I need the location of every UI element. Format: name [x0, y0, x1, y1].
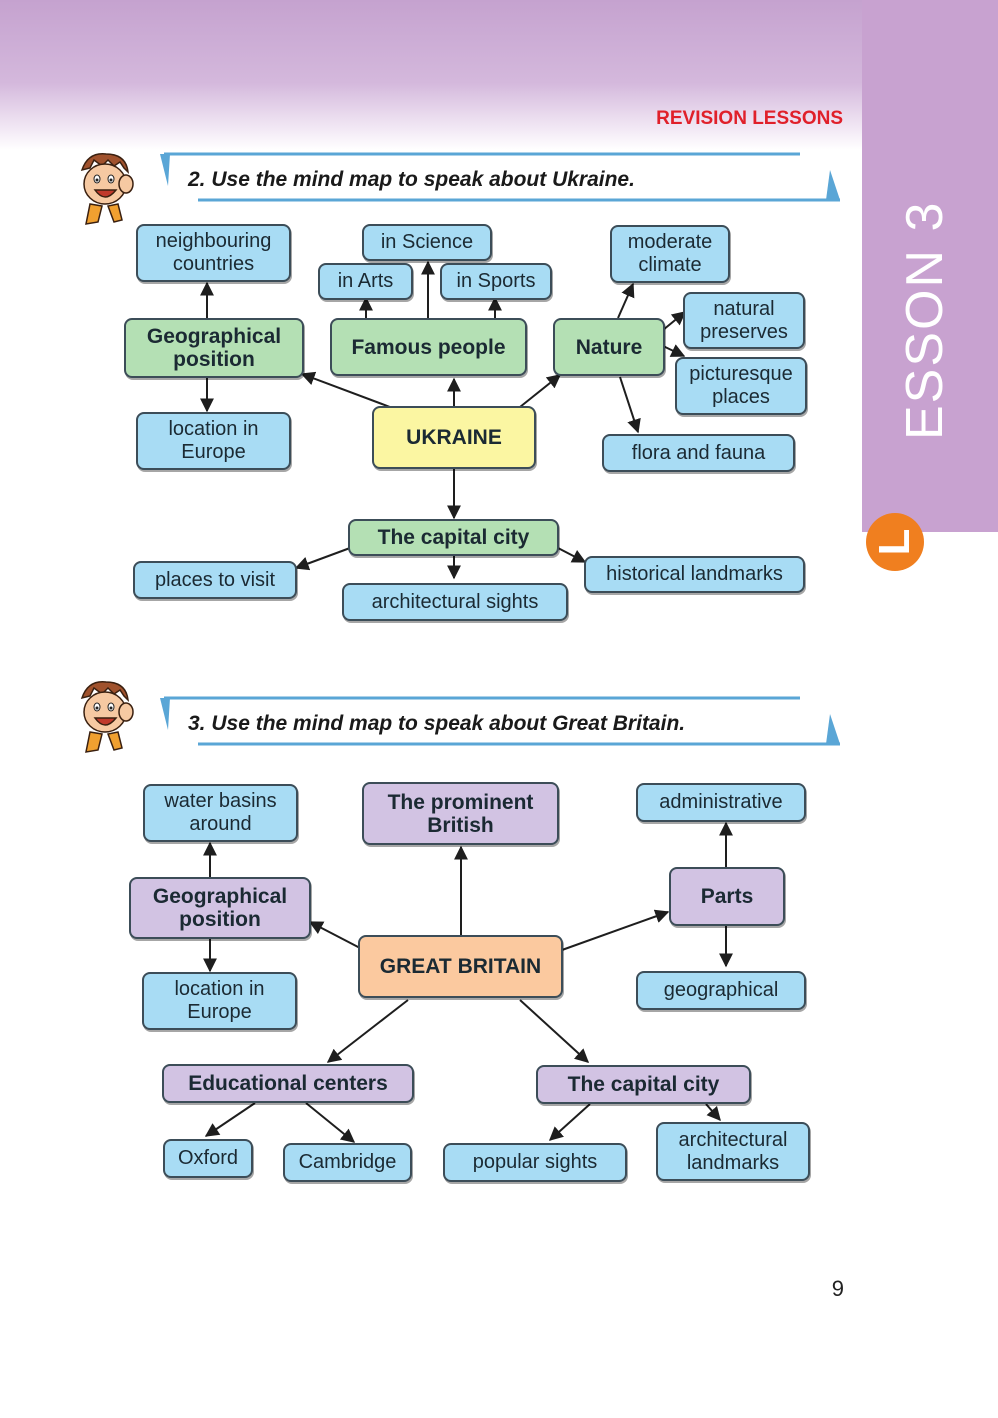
moderate-climate-node: moderate climate	[610, 225, 730, 283]
places-to-visit-node: places to visit	[133, 561, 297, 599]
cambridge-node: Cambridge	[283, 1143, 412, 1182]
ukraine-center-node: UKRAINE	[372, 406, 536, 469]
section-label: REVISION LESSONS	[656, 108, 843, 129]
parts-node: Parts	[669, 867, 785, 926]
architectural-sights-node: architectural sights	[342, 583, 568, 621]
gb-location-in-europe-node: location in Europe	[142, 972, 297, 1030]
lesson-side-tab	[862, 0, 998, 532]
picturesque-places-node: picturesque places	[675, 357, 807, 415]
in-arts-node: in Arts	[318, 263, 413, 300]
lesson-circle-badge: L	[866, 513, 924, 571]
location-in-europe-node: location in Europe	[136, 412, 291, 470]
nature-node: Nature	[553, 318, 665, 376]
exercise2-instruction: 2. Use the mind map to speak about Ukrai…	[188, 168, 635, 191]
exercise3-instruction: 3. Use the mind map to speak about Great…	[188, 712, 686, 735]
geo-position-node: Geographical position	[124, 318, 304, 378]
famous-people-node: Famous people	[330, 318, 527, 376]
water-basins-node: water basins around	[143, 784, 298, 842]
header-band	[0, 0, 862, 150]
geographical-node: geographical	[636, 971, 806, 1010]
administrative-node: administrative	[636, 783, 806, 822]
boy-mascot-icon	[80, 153, 134, 225]
in-science-node: in Science	[362, 224, 492, 261]
page-number: 9	[831, 1276, 844, 1301]
neighbouring-countries-node: neighbouring countries	[136, 224, 291, 282]
natural-preserves-node: natural preserves	[683, 292, 805, 349]
in-sports-node: in Sports	[440, 263, 552, 300]
gb-capital-node: The capital city	[536, 1065, 751, 1104]
flora-and-fauna-node: flora and fauna	[602, 434, 795, 472]
oxford-node: Oxford	[163, 1139, 253, 1178]
architectural-landmarks-node: architectural landmarks	[656, 1122, 810, 1181]
ukraine-capital-node: The capital city	[348, 519, 559, 556]
historical-landmarks-node: historical landmarks	[584, 556, 805, 593]
great-britain-center-node: GREAT BRITAIN	[358, 935, 563, 998]
gb-geo-position-node: Geographical position	[129, 877, 311, 939]
exercise3-banner: 3. Use the mind map to speak about Great…	[158, 696, 842, 748]
educational-centers-node: Educational centers	[162, 1064, 414, 1103]
popular-sights-node: popular sights	[443, 1143, 627, 1182]
prominent-british-node: The prominent British	[362, 782, 559, 845]
exercise2-banner: 2. Use the mind map to speak about Ukrai…	[158, 152, 842, 204]
boy-mascot-icon	[80, 681, 134, 753]
